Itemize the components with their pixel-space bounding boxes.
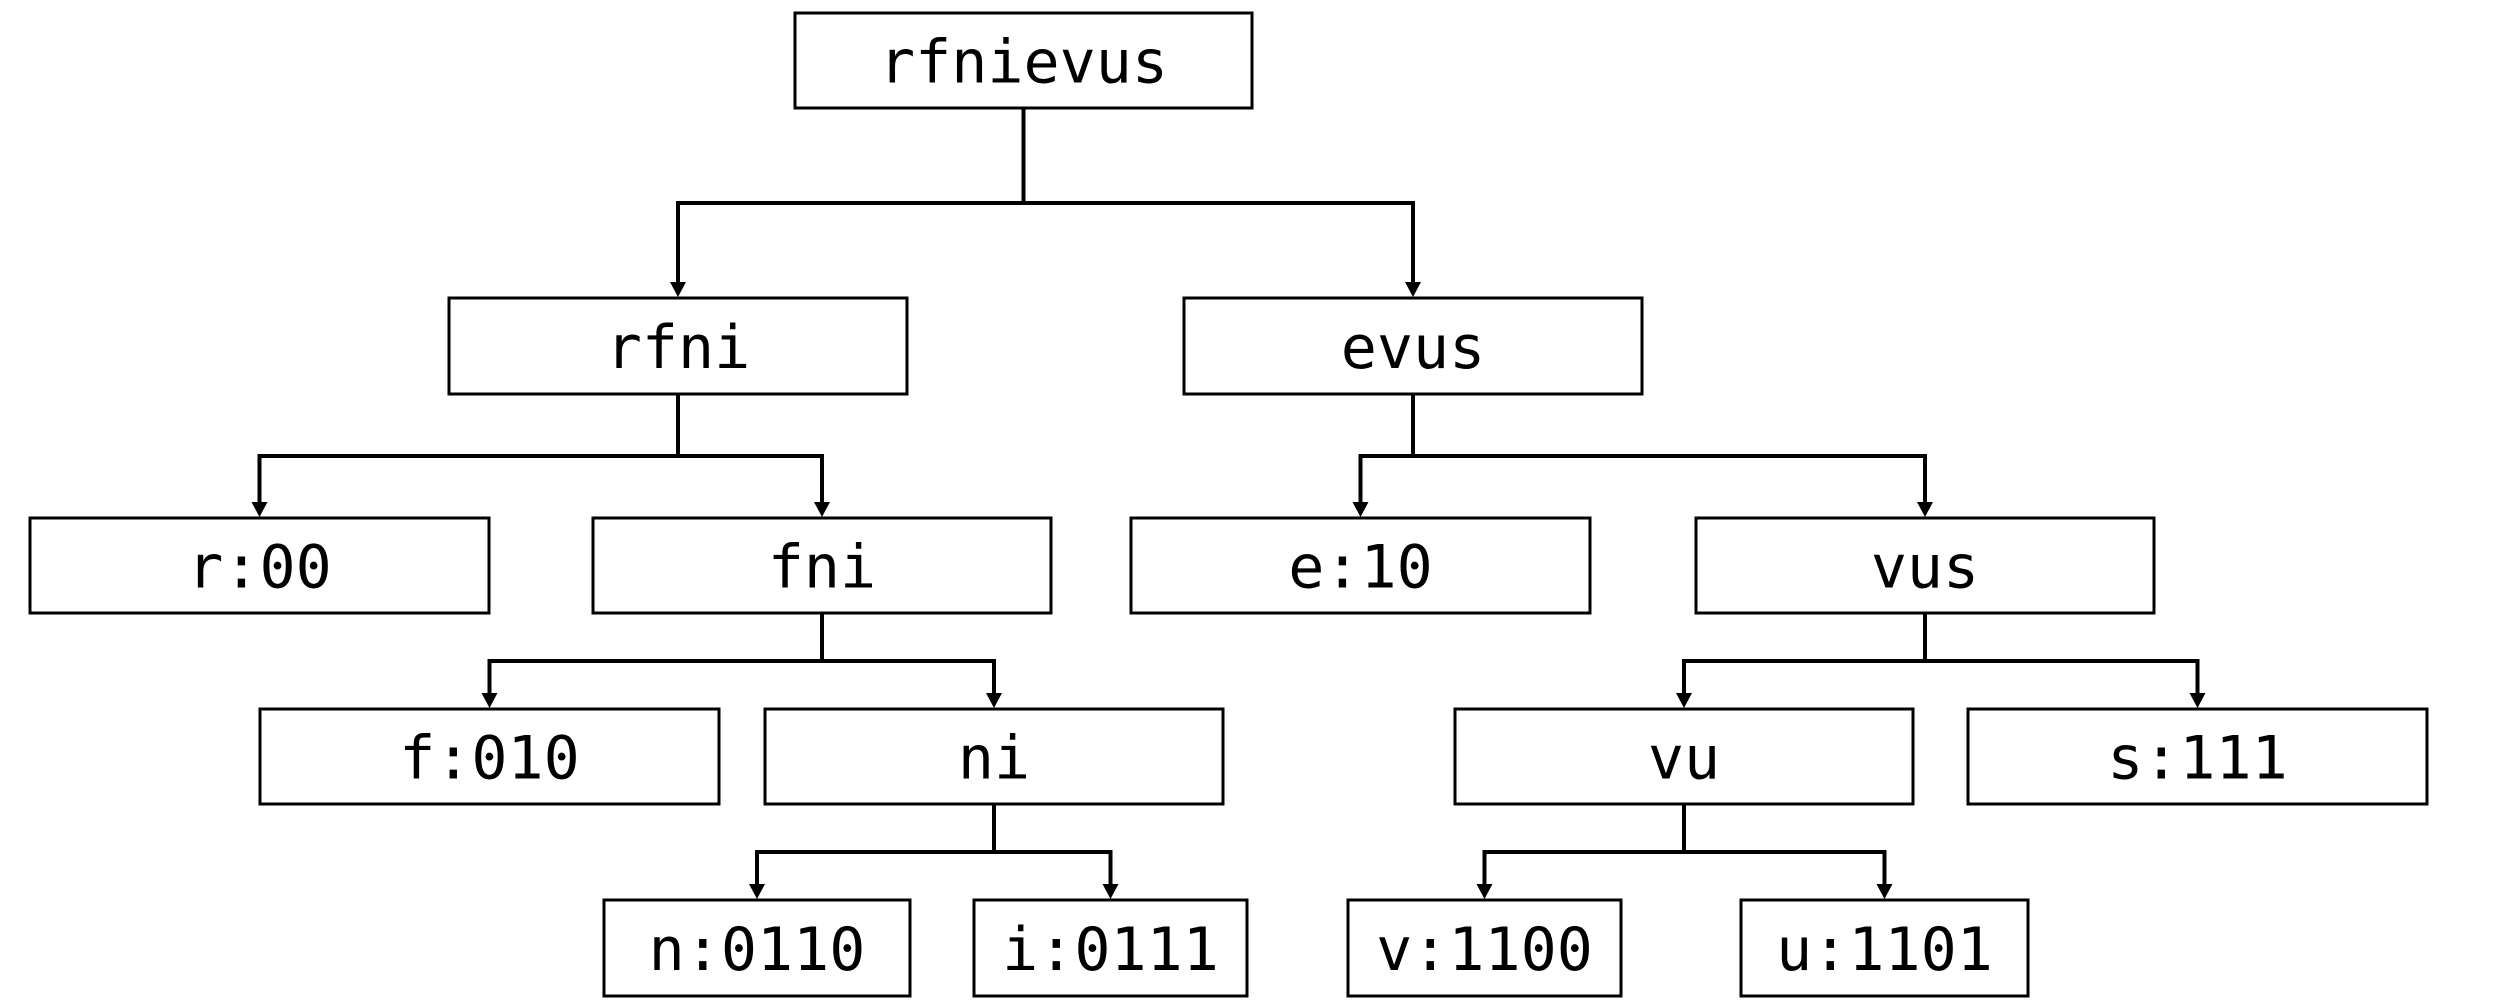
tree-node-e: e:10 [1129,516,1592,615]
node-label: s:111 [2107,724,2288,794]
tree-node-f: f:010 [258,707,721,806]
arrowhead-icon [1876,884,1893,899]
node-box [28,516,491,615]
tree-node-v: v:1100 [1346,898,1623,998]
tree-node-evus: evus [1182,296,1644,396]
node-box [447,296,909,396]
node-label: v:1100 [1376,915,1593,985]
arrowhead-icon [1676,693,1692,708]
tree-node-rfni: rfni [447,296,909,396]
node-box [1182,296,1644,396]
node-label: ni [958,724,1030,794]
node-label: r:00 [187,533,332,603]
node-label: rfnievus [879,28,1168,98]
node-box [591,516,1053,615]
tree-node-fni: fni [591,516,1053,615]
tree-node-i: i:0111 [972,898,1249,998]
node-box [1453,707,1915,806]
node-box [793,11,1254,110]
arrowhead-icon [986,693,1002,708]
tree-node-vus: vus [1694,516,2156,615]
tree-node-vu: vu [1453,707,1915,806]
edge-group-vu [1476,804,1893,899]
arrowhead-icon [670,282,686,297]
tree-node-s: s:111 [1966,707,2429,806]
arrowhead-icon [814,502,830,517]
node-label: rfni [606,313,751,383]
node-box [258,707,721,806]
arrowhead-icon [251,502,268,517]
node-label: f:010 [399,724,580,794]
node-box [972,898,1249,998]
edge-group-evus [1352,394,1933,517]
node-box [602,898,912,998]
arrowhead-icon [1352,502,1369,517]
tree-node-n: n:0110 [602,898,912,998]
node-box [1739,898,2030,998]
arrowhead-icon [749,884,765,899]
node-label: evus [1341,313,1486,383]
edge-group-rfni [251,394,830,517]
node-box [763,707,1225,806]
arrowhead-icon [2189,693,2206,708]
arrowhead-icon [481,693,498,708]
tree-node-rfnievus: rfnievus [793,11,1254,110]
node-label: vu [1648,724,1720,794]
tree-node-r: r:00 [28,516,491,615]
arrowhead-icon [1917,502,1933,517]
edge-group-ni [749,804,1119,899]
node-box [1346,898,1623,998]
node-label: vus [1871,533,1979,603]
edge-group-fni [481,613,1002,708]
node-label: i:0111 [1002,915,1219,985]
arrowhead-icon [1102,884,1119,899]
tree-node-ni: ni [763,707,1225,806]
node-box [1966,707,2429,806]
node-box [1694,516,2156,615]
node-label: e:10 [1288,533,1433,603]
node-label: fni [768,533,876,603]
node-label: n:0110 [649,915,866,985]
edges-layer [251,108,2206,899]
tree-node-u: u:1101 [1739,898,2030,998]
edge-group-vus [1676,613,2206,708]
node-box [1129,516,1592,615]
arrowhead-icon [1405,282,1421,297]
node-label: u:1101 [1776,915,1993,985]
arrowhead-icon [1476,884,1493,899]
edge-group-rfnievus [670,108,1421,297]
